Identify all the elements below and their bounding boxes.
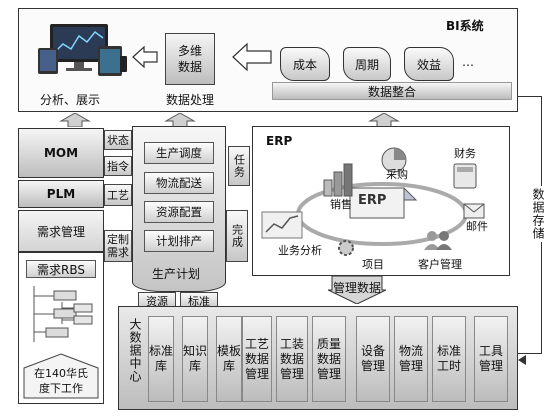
source-cost: 成本 — [280, 47, 330, 81]
erp-node-sales: 销售 — [330, 198, 352, 211]
status-tag: 状态 — [104, 130, 132, 150]
tile-tooling-data: 工装 数据 管理 — [276, 316, 308, 402]
custom-demand-tag: 定制 需求 — [104, 230, 132, 262]
left-arrow-icon — [518, 350, 526, 365]
data-storage-label: 数据存储 — [530, 186, 547, 242]
bi-system-title: BI系统 — [446, 19, 484, 33]
source-more: … — [462, 55, 474, 69]
devices-icon — [36, 22, 128, 78]
tile-tool-mgmt: 工具 管理 — [474, 316, 508, 402]
source-cycle: 周期 — [343, 47, 391, 81]
erp-node-project: 项目 — [362, 258, 384, 271]
tile-quality-data: 质量 数据 管理 — [312, 316, 346, 402]
rbs-tree-icon — [28, 280, 96, 350]
tile-equipment-mgmt: 设备 管理 — [356, 316, 390, 402]
planning-scheduling: 计划排产 — [144, 230, 214, 252]
task-tag: 任务 — [228, 146, 250, 186]
rbs-label: 需求RBS — [26, 260, 96, 278]
prod-scheduling: 生产调度 — [144, 142, 214, 164]
production-plan-label: 生产计划 — [152, 267, 201, 281]
mgmt-data-label: 管理数据 — [333, 281, 382, 295]
erp-node-purchase: 采购 — [386, 168, 408, 181]
arrow-left-icon — [232, 42, 272, 72]
erp-title: ERP — [266, 134, 293, 148]
data-integration-bar: 数据整合 — [272, 82, 512, 100]
analysis-display-label: 分析、展示 — [40, 93, 101, 107]
erp-node-mail: 邮件 — [466, 220, 488, 233]
plm-box: PLM — [18, 180, 104, 208]
up-arrow-icon — [160, 112, 200, 128]
done-tag: 完成 — [226, 210, 248, 262]
tile-knowledge-lib: 知识 库 — [182, 316, 208, 402]
tile-template-lib: 模板 库 — [216, 316, 242, 402]
up-arrow-icon — [55, 112, 95, 128]
tile-logistics-mgmt: 物流 管理 — [394, 316, 428, 402]
erp-node-analysis: 业务分析 — [278, 244, 322, 257]
cloud-label-shape — [22, 352, 100, 400]
tile-standard-hours: 标准 工时 — [432, 316, 466, 402]
multidim-data-box: 多维 数据 — [165, 33, 215, 85]
command-tag: 指令 — [104, 156, 132, 176]
logistics-delivery: 物流配送 — [144, 172, 214, 194]
process-tag: 工艺 — [104, 184, 132, 206]
arrow-left-icon — [132, 45, 158, 69]
erp-center-label: ERP — [358, 193, 387, 208]
source-benefit: 效益 — [404, 47, 454, 81]
tile-process-data: 工艺 数据 管理 — [242, 316, 272, 402]
standard-tag: 标准 — [180, 292, 218, 310]
data-processing-label: 数据处理 — [166, 93, 215, 107]
bigdata-label: 大数据中心 — [128, 318, 142, 383]
erp-diagram — [258, 136, 506, 272]
req-mgmt-box: 需求管理 — [18, 210, 104, 252]
work-under-label: 在140华氏 度下工作 — [34, 367, 88, 395]
tile-standard-lib: 标准 库 — [148, 316, 174, 402]
mom-box: MOM — [18, 128, 104, 178]
erp-node-finance: 财务 — [454, 147, 476, 160]
down-arrow-icon — [327, 275, 387, 305]
up-arrow-icon — [364, 112, 404, 128]
resource-allocation: 资源配置 — [144, 201, 214, 223]
erp-node-crm: 客户管理 — [418, 258, 462, 271]
